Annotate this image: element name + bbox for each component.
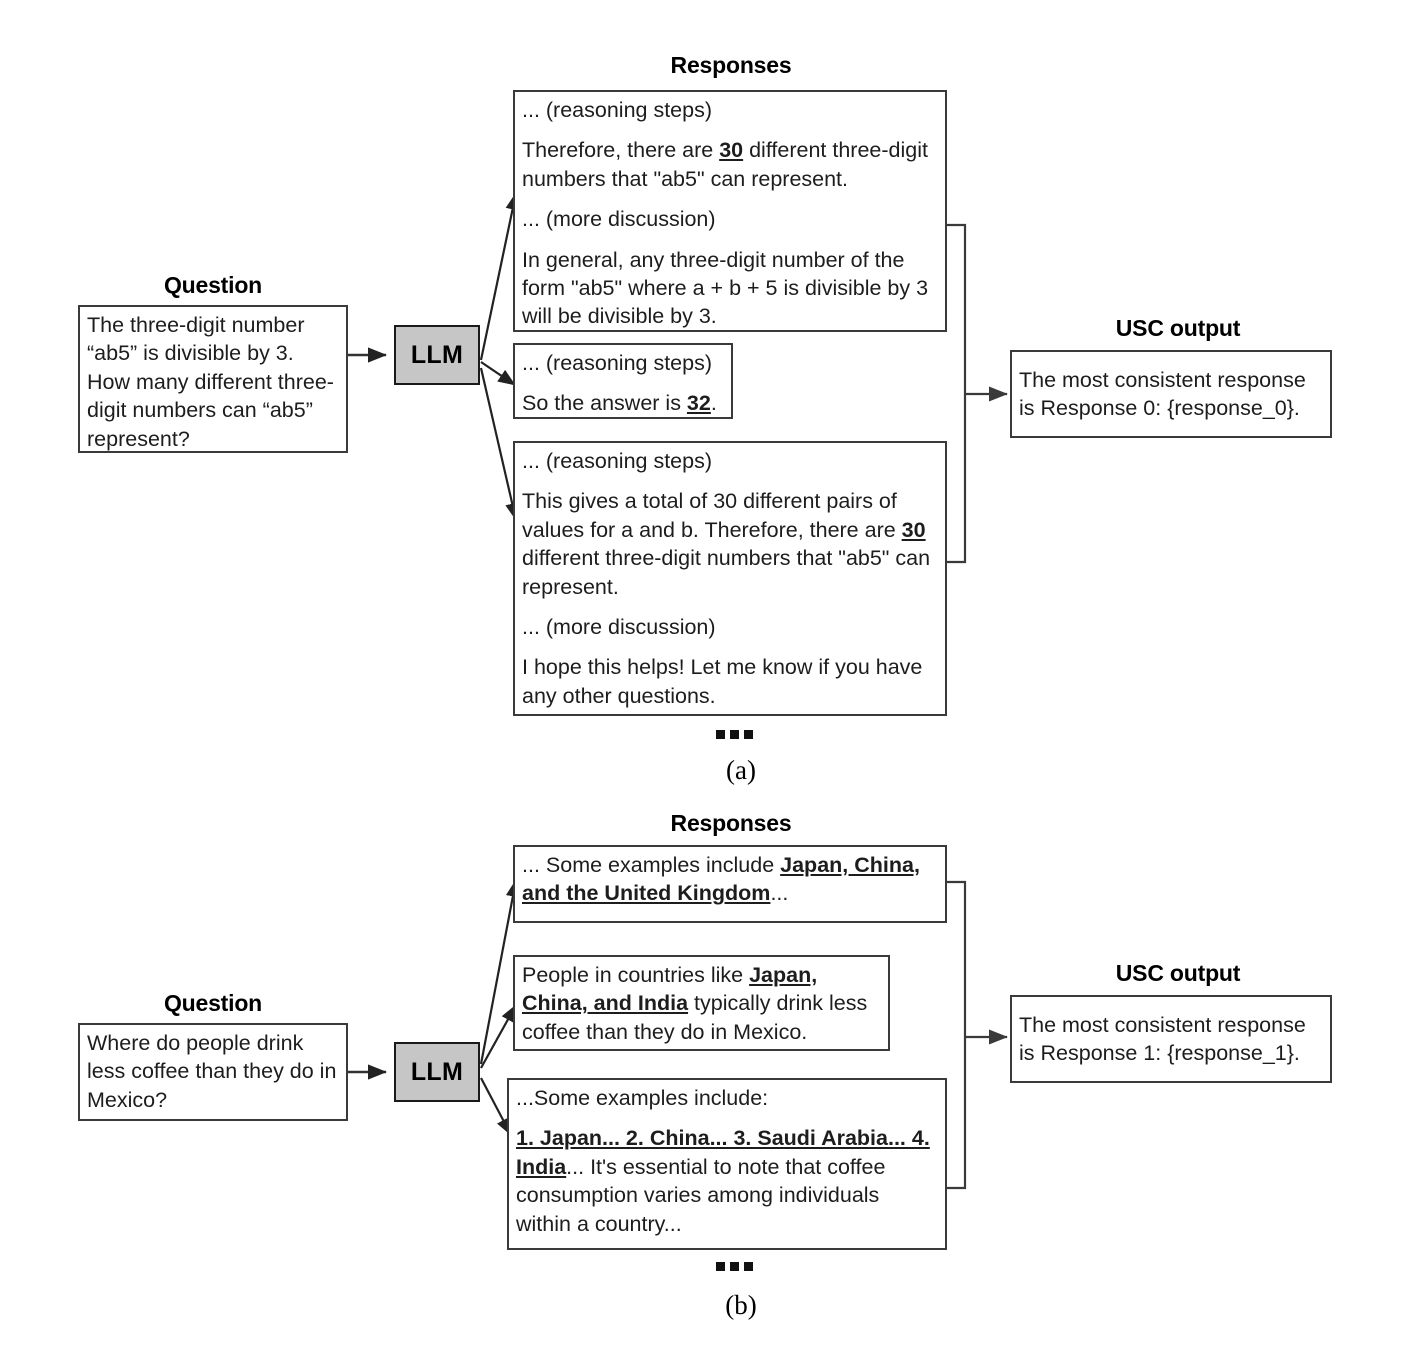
usc-output-box-a: The most consistent response is Response… <box>1010 350 1332 438</box>
llm-node-label-b: LLM <box>410 1057 464 1086</box>
arrow-llm-to-response-b1 <box>480 1004 517 1069</box>
ellipsis-dot <box>716 730 725 739</box>
response-paragraph: ... (reasoning steps) <box>522 449 713 473</box>
response-paragraph: ... (more discussion) <box>522 614 716 639</box>
llm-node-a[interactable]: LLM <box>394 325 480 385</box>
panel-label-b: (b) <box>725 1290 757 1320</box>
response-paragraph: 1. Japan... 2. China... 3. Saudi Arabia.… <box>516 1126 930 1236</box>
question-text-b: Where do people drink less coffee than t… <box>87 1031 337 1112</box>
panel-label-a: (a) <box>726 755 756 785</box>
ellipsis-dot <box>730 1262 739 1271</box>
response-paragraph: ... (more discussion) <box>522 207 716 232</box>
response-paragraph: This gives a total of 30 different pairs… <box>522 489 931 599</box>
response-box-b-0: ... Some examples include Japan, China, … <box>513 845 947 923</box>
usc-output-text-b: The most consistent response is Response… <box>1019 1012 1306 1065</box>
responses-ellipsis-b <box>716 1262 753 1271</box>
llm-node-b[interactable]: LLM <box>394 1042 480 1102</box>
response-box-a-1: ... (reasoning steps) So the answer is 32… <box>513 343 733 419</box>
arrow-llm-to-response-a2 <box>479 367 520 521</box>
responses-heading-b: Responses <box>670 810 792 836</box>
response-paragraph: ...Some examples include: <box>516 1086 769 1110</box>
arrow-llm-to-response-b0 <box>479 879 520 1065</box>
response-paragraph: So the answer is 32. <box>522 391 717 416</box>
ellipsis-dot <box>744 1262 753 1271</box>
response-paragraph: I hope this helps! Let me know if you ha… <box>522 655 923 708</box>
responses-heading-a: Responses <box>670 52 792 78</box>
question-heading-b: Question <box>163 990 263 1016</box>
ellipsis-dot <box>744 730 753 739</box>
ellipsis-dot <box>730 730 739 739</box>
response-box-a-0: ... (reasoning steps) Therefore, there ar… <box>513 90 947 332</box>
arrow-llm-to-response-a1 <box>480 361 516 386</box>
question-heading-a: Question <box>163 272 263 298</box>
response-paragraph: ... Some examples include Japan, China, … <box>522 853 920 906</box>
bracket-responses-b <box>947 880 1008 1190</box>
ellipsis-dot <box>716 1262 725 1271</box>
response-box-b-1: People in countries like Japan, China, a… <box>513 955 890 1051</box>
question-box-a: The three-digit number “ab5” is divisibl… <box>78 305 348 453</box>
response-paragraph: ... (reasoning steps) <box>522 351 713 375</box>
usc-output-heading-a: USC output <box>1115 315 1241 341</box>
usc-output-heading-b: USC output <box>1115 960 1241 986</box>
bracket-responses-a <box>947 223 1008 564</box>
response-paragraph: ... (reasoning steps) <box>522 98 713 122</box>
response-box-b-2: ...Some examples include: 1. Japan... 2. … <box>507 1078 947 1250</box>
response-paragraph: In general, any three-digit number of th… <box>522 247 929 329</box>
arrow-llm-to-response-a0 <box>479 192 520 361</box>
llm-node-label-a: LLM <box>410 340 464 369</box>
usc-output-box-b: The most consistent response is Response… <box>1010 995 1332 1083</box>
response-paragraph: People in countries like Japan, China, a… <box>522 963 868 1044</box>
responses-ellipsis-a <box>716 730 753 739</box>
response-paragraph: Therefore, there are 30 different three-… <box>522 138 928 191</box>
question-box-b: Where do people drink less coffee than t… <box>78 1023 348 1121</box>
question-text-a: The three-digit number “ab5” is divisibl… <box>87 313 334 451</box>
response-box-a-2: ... (reasoning steps) This gives a total … <box>513 441 947 716</box>
usc-output-text-a: The most consistent response is Response… <box>1019 367 1306 420</box>
